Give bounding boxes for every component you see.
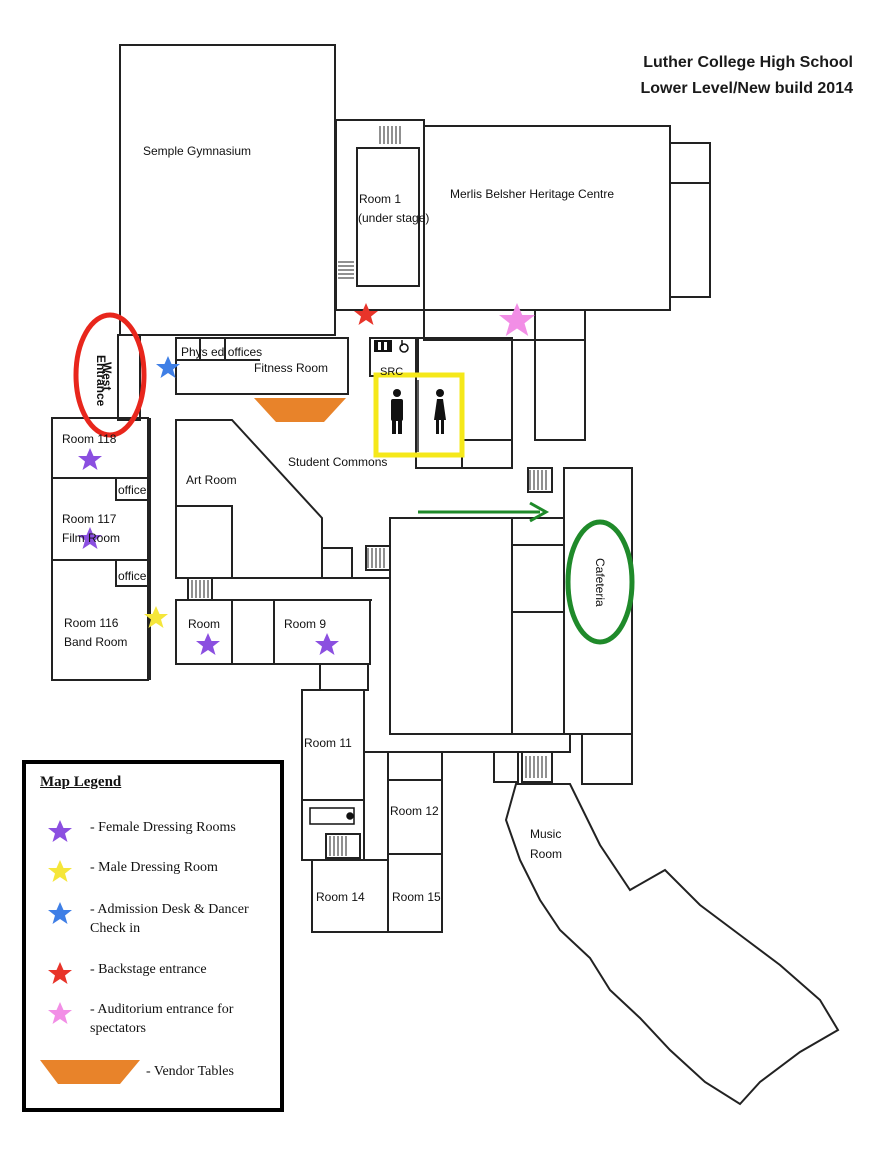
label-fitness: Fitness Room xyxy=(254,361,329,375)
heritage-centre-outline xyxy=(423,125,671,311)
label-room117-a: Room 117 xyxy=(62,512,117,526)
yellow-star-icon xyxy=(48,860,72,882)
label-music-a: Music xyxy=(530,827,562,841)
label-cafeteria: Cafeteria xyxy=(593,558,607,607)
label-art: Art Room xyxy=(186,473,237,487)
washroom-highlight-box xyxy=(373,372,465,458)
label-room117-b: Film Room xyxy=(62,531,121,545)
arrow-right-icon xyxy=(418,501,550,523)
label-room118: Room 118 xyxy=(62,432,117,446)
pink-star-icon xyxy=(48,1002,72,1024)
label-gym: Semple Gymnasium xyxy=(143,144,252,158)
cafeteria-circle xyxy=(565,519,635,645)
orange-trapezoid-icon xyxy=(40,1060,140,1084)
legend-label-vendor: - Vendor Tables xyxy=(146,1064,234,1079)
legend-label-admission: - Admission Desk & Dancer Check in xyxy=(90,902,249,936)
female-figure-icon xyxy=(434,389,446,434)
legend-title: Map Legend xyxy=(40,774,122,790)
label-office-a: office xyxy=(118,483,147,497)
label-heritage: Merlis Belsher Heritage Centre xyxy=(450,187,615,201)
label-room9: Room 9 xyxy=(284,617,327,631)
legend-label-female: - Female Dressing Rooms xyxy=(90,820,236,835)
map-legend: Map Legend - Female Dressing Rooms - Mal… xyxy=(22,760,284,1112)
gymnasium-outline xyxy=(119,44,336,336)
room116-outline xyxy=(51,559,149,681)
map-title-line2: Lower Level/New build 2014 xyxy=(640,80,853,97)
music-room-outline xyxy=(504,783,840,1106)
blue-star-icon xyxy=(48,902,72,924)
washroom-icon xyxy=(374,340,392,352)
label-room116-a: Room 116 xyxy=(64,616,119,630)
label-room1-b: (under stage) xyxy=(358,211,430,225)
label-room-small: Room xyxy=(188,617,221,631)
backstage-star-icon xyxy=(354,303,378,325)
legend-label-backstage: - Backstage entrance xyxy=(90,962,207,977)
west-entrance-circle xyxy=(73,312,147,438)
auditorium-star-icon xyxy=(499,303,535,336)
label-phys-ed: Phys ed offices xyxy=(181,345,263,359)
label-commons: Student Commons xyxy=(288,455,388,469)
label-room11: Room 11 xyxy=(304,736,352,750)
label-music-b: Room xyxy=(530,847,563,861)
label-src: SRC xyxy=(380,366,404,378)
label-room14: Room 14 xyxy=(316,890,365,904)
art-room-outline xyxy=(175,419,323,579)
legend-label-male: - Male Dressing Room xyxy=(90,860,218,875)
label-room1-a: Room 1 xyxy=(359,192,402,206)
room118-outline xyxy=(51,417,149,479)
label-room12: Room 12 xyxy=(390,804,439,818)
wheelchair-icon xyxy=(399,340,409,353)
red-star-icon xyxy=(48,962,72,984)
toilet-icon xyxy=(309,807,355,825)
female-star-room9 xyxy=(315,633,339,655)
female-star-room118 xyxy=(78,448,102,470)
legend-label-auditorium: - Auditorium entrance for spectators xyxy=(90,1002,234,1036)
female-star-room xyxy=(196,633,220,655)
label-west-b: Entrance xyxy=(94,355,108,407)
male-figure-icon xyxy=(391,389,403,434)
room-small-outline xyxy=(175,599,233,665)
room9-outline xyxy=(273,599,371,665)
west-entrance-outline xyxy=(117,334,141,421)
map-title-line1: Luther College High School xyxy=(643,54,853,71)
label-office-b: office xyxy=(118,569,147,583)
label-room116-b: Band Room xyxy=(64,635,128,649)
room12-outline xyxy=(387,751,443,855)
vendor-tables-icon xyxy=(254,398,346,422)
purple-star-icon xyxy=(48,820,72,842)
room14-outline xyxy=(311,859,389,933)
central-block-outline xyxy=(389,517,565,735)
label-room15: Room 15 xyxy=(392,890,441,904)
